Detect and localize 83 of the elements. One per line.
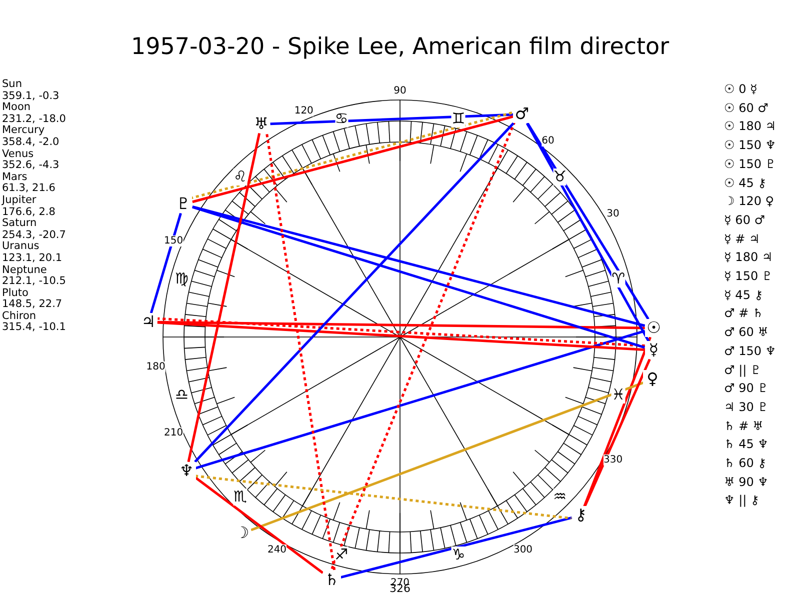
chart-number-label: 326 <box>390 583 410 595</box>
planet-position-text: Saturn <box>2 218 37 230</box>
planet-position-text: 123.1, 20.1 <box>2 252 62 264</box>
planet-glyph: ♂ <box>512 105 531 124</box>
degree-label: 210 <box>164 428 184 439</box>
planet-position-text: 212.1, -10.5 <box>2 276 66 288</box>
aspect-list-entry: ♆ || ⚷ <box>724 492 760 510</box>
planet-position-text: Uranus <box>2 241 40 253</box>
aspect-list-entry: ☉ 0 ☿ <box>724 81 758 98</box>
planet-position-text: Mars <box>2 172 28 183</box>
planet-position-text: Chiron <box>2 310 36 322</box>
aspect-line <box>195 330 646 470</box>
degree-label: 30 <box>606 208 620 220</box>
aspect-list-entry: ♄ # ♅ <box>724 418 764 435</box>
aspect-list-entry: ♂ 150 ♆ <box>724 342 776 360</box>
degree-label: 180 <box>146 361 166 372</box>
zodiac-sign-glyph: ♈ <box>612 270 626 287</box>
aspect-list-entry: ♂ 90 ♇ <box>724 380 768 398</box>
degree-label: 330 <box>603 454 623 466</box>
zodiac-sign-glyph: ♒ <box>553 488 567 506</box>
aspect-list-entry: ☿ # ♃ <box>724 230 760 248</box>
aspect-list-entry: ☉ 150 ♆ <box>724 137 776 154</box>
aspect-list-entry: ♂ || ♇ <box>724 362 762 379</box>
aspect-list-entry: ☽ 120 ♀ <box>724 193 774 210</box>
aspect-list-entry: ☉ 60 ♂ <box>724 100 768 117</box>
degree-label: 240 <box>267 544 287 556</box>
aspect-list-entry: ♂ 60 ♅ <box>724 324 768 342</box>
planet-position-text: Venus <box>2 148 34 160</box>
planet-position-text: Mercury <box>2 125 45 137</box>
zodiac-sign-glyph: ♐ <box>334 546 348 564</box>
zodiac-sign-glyph: ♌ <box>233 168 247 186</box>
zodiac-sign-glyph: ♋ <box>334 110 348 128</box>
aspect-list-entry: ♂ # ♄ <box>724 305 764 322</box>
planet-position-text: 358.4, -2.0 <box>2 136 60 149</box>
planet-glyph: ☉ <box>644 319 663 338</box>
planet-position-text: Pluto <box>2 288 28 299</box>
aspect-line <box>157 320 645 330</box>
aspect-list-entry: ☉ 180 ♃ <box>724 118 776 136</box>
planet-position-text: 176.6, 2.8 <box>2 206 56 218</box>
chart-title: 1957-03-20 - Spike Lee, American film director <box>130 33 670 62</box>
aspect-line <box>192 205 646 327</box>
aspect-list-entry: ☿ 150 ♇ <box>724 268 773 286</box>
aspect-list-entry: ♄ 60 ⚷ <box>724 455 766 472</box>
aspect-list-entry: ☿ 60 ♂ <box>724 212 766 229</box>
aspect-list-entry: ☿ 180 ♃ <box>724 249 773 266</box>
zodiac-sign-glyph: ♓ <box>612 386 626 404</box>
zodiac-sign-glyph: ♉ <box>553 168 567 186</box>
aspect-list-entry: ♃ 30 ♇ <box>724 398 768 416</box>
degree-label: 150 <box>164 235 184 246</box>
aspect-line <box>340 516 572 578</box>
degree-label: 120 <box>294 105 314 116</box>
aspect-list-entry: ☿ 45 ⚷ <box>724 286 764 304</box>
aspect-list-entry: ☉ 45 ⚷ <box>724 174 766 192</box>
aspect-line <box>194 122 514 463</box>
zodiac-sign-glyph: ♏ <box>233 488 247 506</box>
planet-position-text: Neptune <box>2 264 47 276</box>
planet-position-text: Sun <box>2 79 22 91</box>
planet-position-text: 359.1, -0.3 <box>2 90 60 102</box>
planet-position-text: 315.4, -10.1 <box>2 322 66 334</box>
planet-position-text: 61.3, 21.6 <box>2 183 56 195</box>
aspect-line <box>194 476 324 574</box>
aspect-line <box>194 474 572 520</box>
zodiac-sign-glyph: ♍ <box>174 270 188 287</box>
planet-position-text: Jupiter <box>2 194 36 207</box>
planet-position-text: 254.3, -20.7 <box>2 230 66 241</box>
planet-position-text: 148.5, 22.7 <box>2 299 62 311</box>
aspect-line <box>265 132 336 570</box>
aspect-list-entry: ☉ 150 ♇ <box>724 156 776 173</box>
aspect-line <box>270 113 514 126</box>
planet-position-text: Moon <box>2 102 31 114</box>
degree-label: 60 <box>542 135 554 146</box>
aspect-list-entry: ♄ 45 ♆ <box>724 436 768 454</box>
aspect-line <box>330 121 516 570</box>
planet-position-text: 231.2, -18.0 <box>2 114 66 125</box>
degree-label: 300 <box>513 544 533 556</box>
aspect-line <box>192 206 646 349</box>
degree-label: 90 <box>394 86 406 96</box>
aspect-list-entry: ♅ 90 ♆ <box>724 474 768 491</box>
aspect-line <box>187 132 261 462</box>
aspect-line <box>150 212 182 314</box>
planet-position-text: 352.6, -4.3 <box>2 160 60 172</box>
aspect-line <box>250 381 644 532</box>
zodiac-sign-glyph: ♊ <box>452 110 466 128</box>
